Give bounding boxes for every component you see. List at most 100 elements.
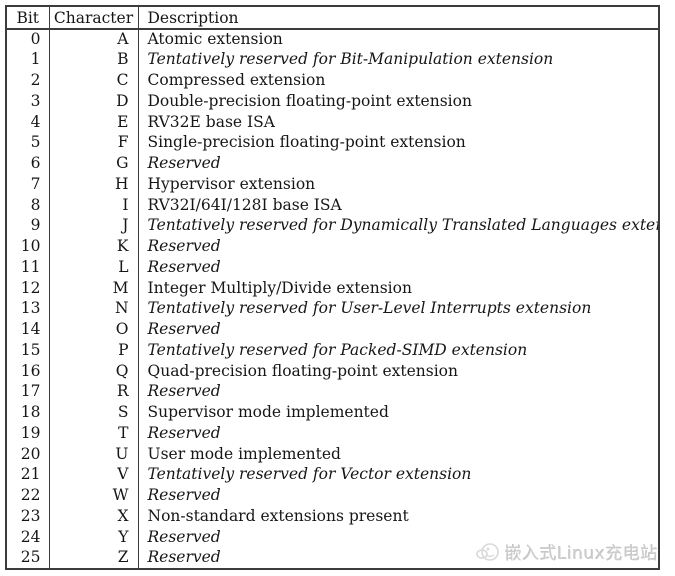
description-cell: Reserved [137, 319, 659, 341]
description-cell: Hypervisor extension [137, 174, 659, 195]
character-cell: X [48, 506, 138, 527]
description-cell: Tentatively reserved for Dynamically Tra… [137, 215, 659, 237]
character-cell: F [48, 132, 138, 154]
description-cell: Non-standard extensions present [137, 506, 659, 527]
bit-cell: 10 [20, 237, 41, 256]
character-cell: A [48, 29, 138, 50]
character-cell: D [48, 91, 138, 112]
description-cell: Reserved [137, 236, 659, 258]
bit-cell: 7 [30, 174, 41, 193]
description-cell: Reserved [137, 423, 659, 444]
bit-cell: 23 [20, 506, 41, 525]
character-cell: G [48, 153, 138, 175]
bit-cell: 0 [30, 30, 41, 49]
character-cell: Y [48, 527, 138, 548]
character-cell: Z [48, 547, 138, 569]
description-cell: Single-precision floating-point extensio… [137, 132, 659, 154]
character-cell: T [48, 423, 138, 444]
character-cell: H [48, 174, 138, 195]
bit-cell: 24 [20, 527, 41, 546]
character-cell: L [48, 257, 138, 278]
bit-cell: 20 [20, 444, 41, 463]
bit-cell: 8 [30, 195, 41, 214]
character-cell: R [48, 381, 138, 403]
description-cell: Reserved [137, 527, 659, 548]
description-cell: Reserved [137, 547, 659, 569]
description-cell: Tentatively reserved for Vector extensio… [137, 464, 659, 486]
bit-cell: 18 [20, 403, 41, 422]
character-cell: N [48, 298, 138, 320]
header-character: Character [48, 6, 138, 30]
character-cell: B [48, 49, 138, 71]
character-cell: O [48, 319, 138, 341]
character-cell: E [48, 112, 138, 133]
header-description: Description [137, 6, 659, 30]
description-cell: RV32I/64I/128I base ISA [137, 195, 659, 216]
bit-cell: 15 [20, 340, 41, 359]
bit-cell: 19 [20, 423, 41, 442]
bit-cell: 4 [30, 112, 41, 131]
bit-cell: 13 [20, 299, 41, 318]
bit-cell: 9 [30, 216, 41, 235]
character-cell: K [48, 236, 138, 258]
description-cell: Integer Multiply/Divide extension [137, 278, 659, 299]
bit-cell: 11 [20, 257, 41, 276]
character-cell: W [48, 485, 138, 507]
description-cell: Quad-precision floating-point extension [137, 361, 659, 382]
bit-cell: 14 [20, 320, 41, 339]
character-cell: J [48, 215, 138, 237]
description-cell: Tentatively reserved for User-Level Inte… [137, 298, 659, 320]
bit-cell: 3 [30, 91, 41, 110]
description-cell: Compressed extension [137, 70, 659, 92]
bit-cell: 21 [20, 465, 41, 484]
bit-cell: 17 [20, 382, 41, 401]
character-cell: I [48, 195, 138, 216]
bit-cell: 2 [30, 71, 41, 90]
description-cell: Double-precision floating-point extensio… [137, 91, 659, 112]
table-header: Bit Character Description [6, 6, 659, 30]
character-cell: P [48, 340, 138, 361]
character-cell: S [48, 402, 138, 424]
character-cell: C [48, 70, 138, 92]
description-cell: Reserved [137, 257, 659, 278]
character-cell: V [48, 464, 138, 486]
bit-cell: 22 [20, 486, 41, 505]
table-header-row: Bit Character Description [6, 6, 659, 30]
description-cell: Tentatively reserved for Bit-Manipulatio… [137, 49, 659, 71]
character-cell: M [48, 278, 138, 299]
bit-cell: 1 [30, 50, 41, 69]
bit-cell: 16 [20, 361, 41, 380]
bit-cell: 5 [30, 133, 41, 152]
description-cell: Reserved [137, 381, 659, 403]
description-cell: RV32E base ISA [137, 112, 659, 133]
description-cell: Tentatively reserved for Packed-SIMD ext… [137, 340, 659, 361]
description-cell: User mode implemented [137, 444, 659, 465]
bit-cell: 12 [20, 278, 41, 297]
header-bit: Bit [6, 6, 49, 30]
